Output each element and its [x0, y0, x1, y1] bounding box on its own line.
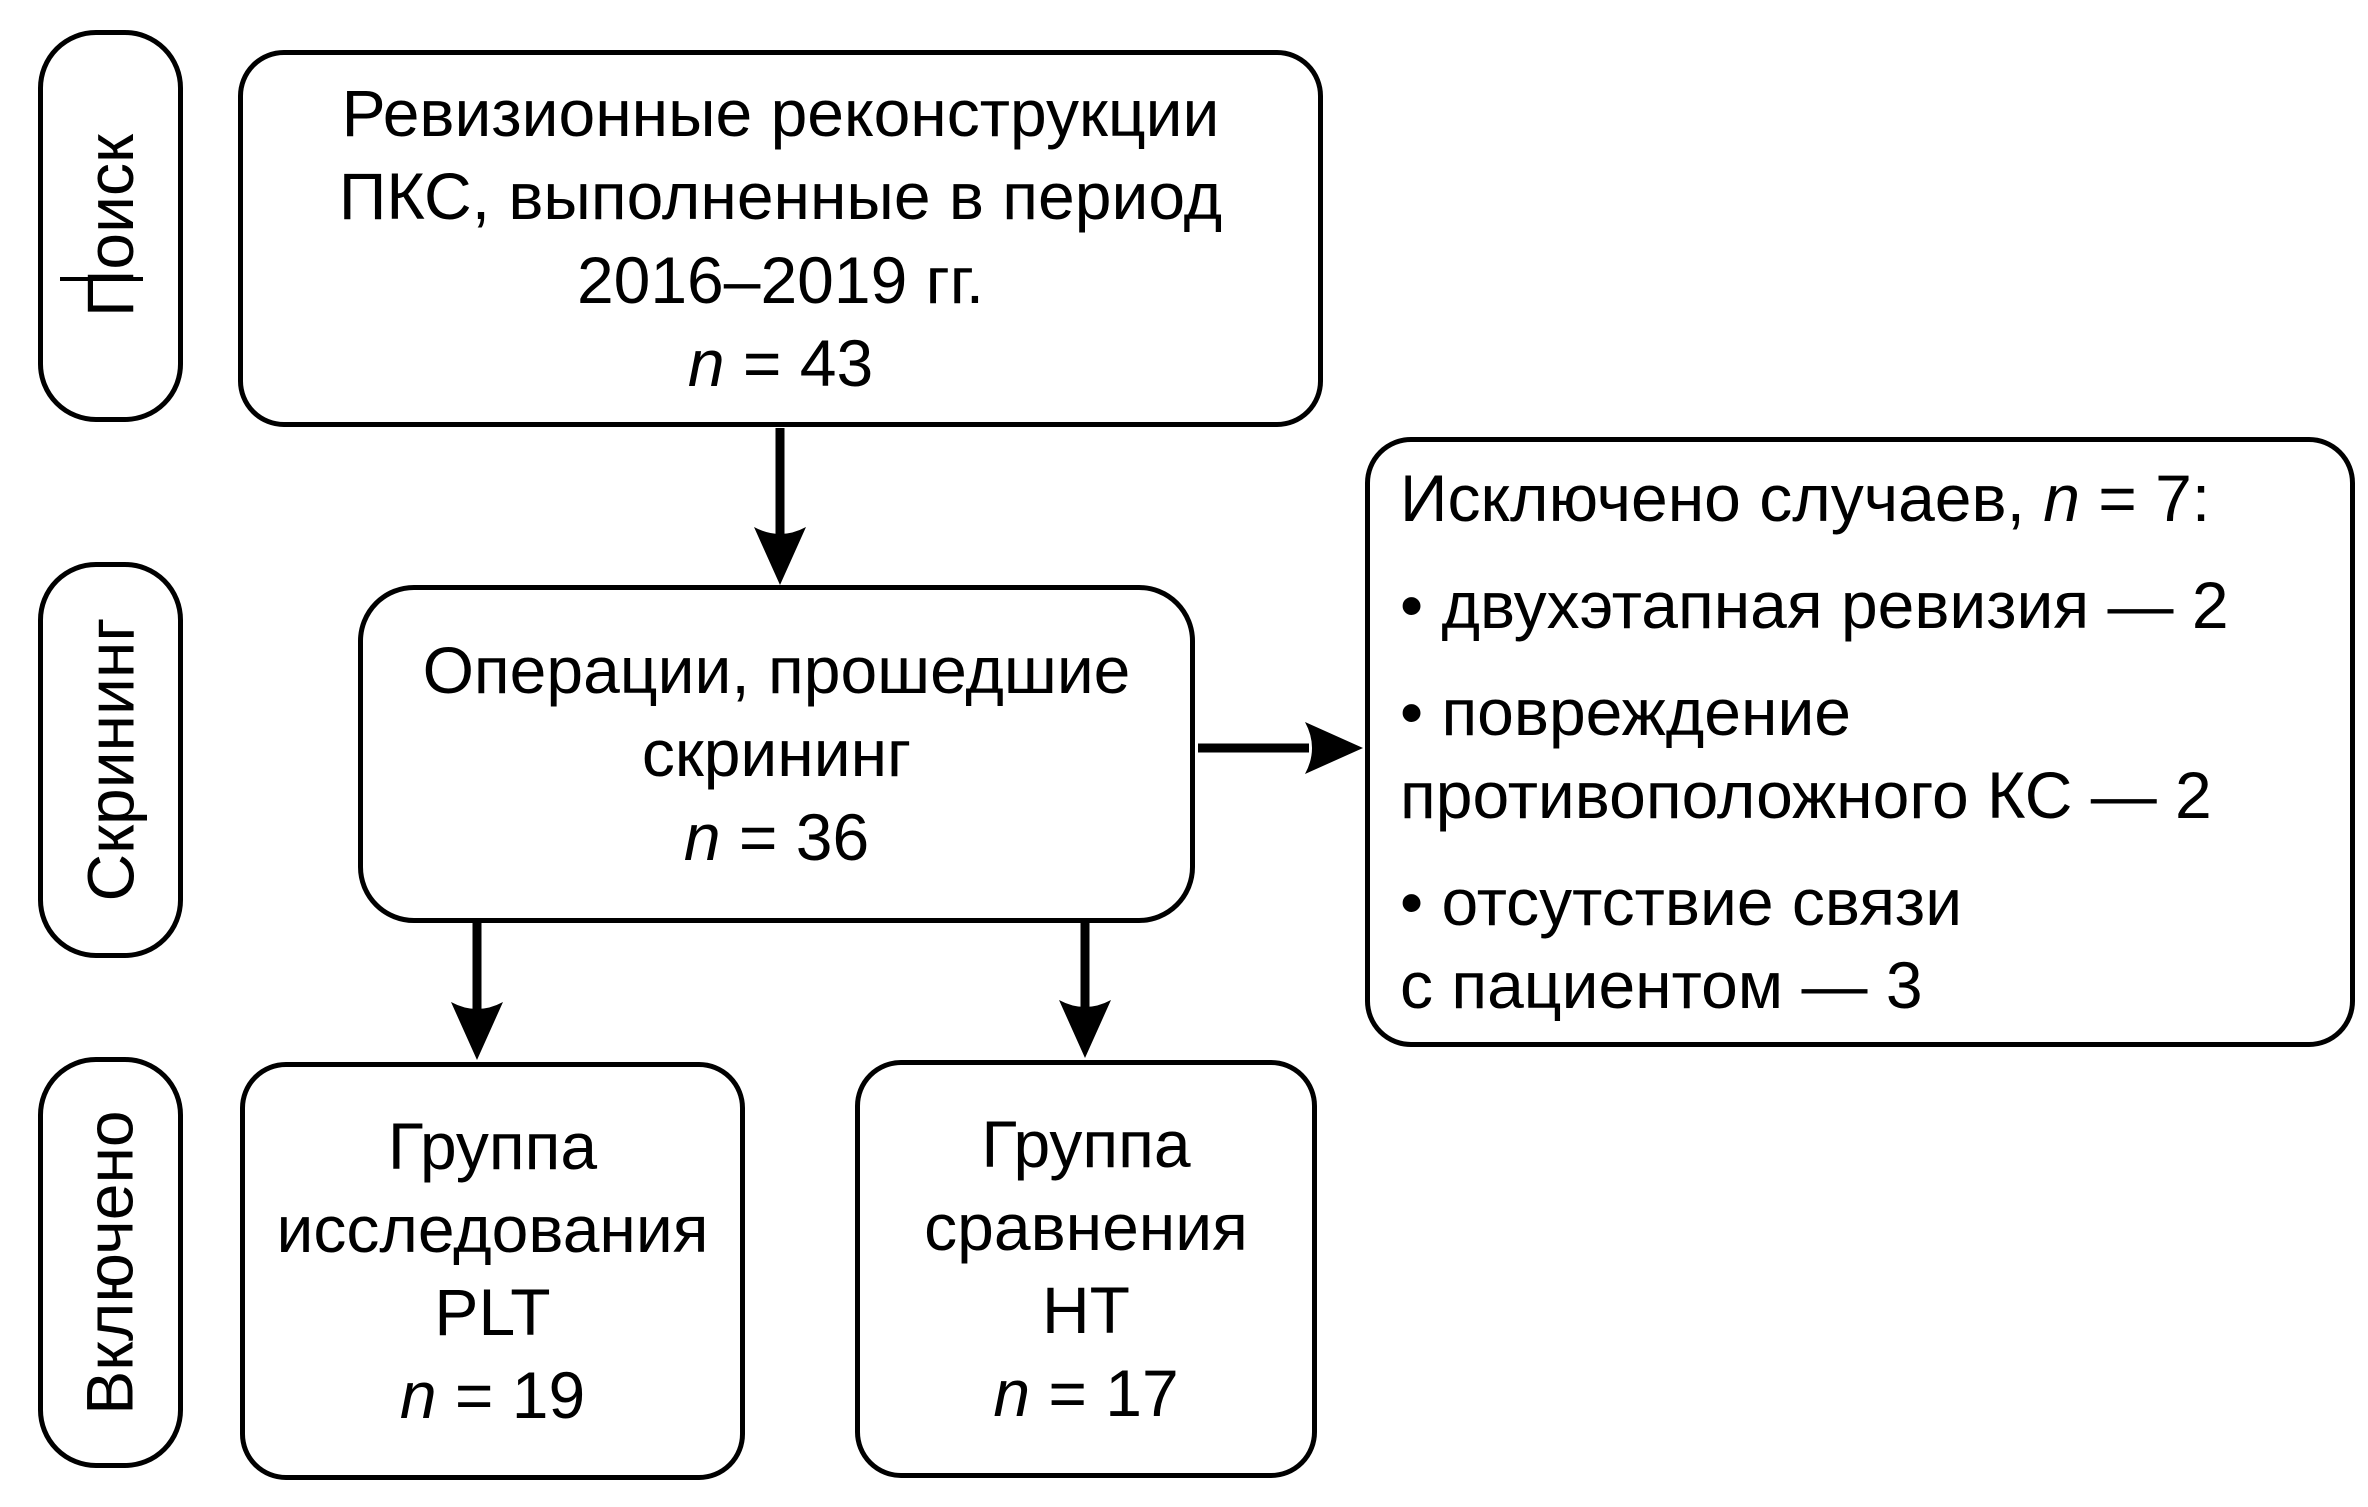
- n-value: = 17: [1030, 1356, 1179, 1431]
- stage-label-screening-text: Скрининг: [72, 618, 147, 902]
- n-value: = 19: [436, 1358, 586, 1433]
- box-text-line: 2016–2019 гг.: [576, 242, 985, 317]
- box-text-line: HT: [1042, 1273, 1130, 1347]
- sample-size-line: n = 19: [400, 1354, 585, 1437]
- arrow-screening-to-excluded: [1198, 722, 1363, 774]
- arrow-search-to-screening: [754, 428, 806, 585]
- stage-label-screening: Скрининг: [38, 562, 183, 958]
- box-text-line: исследования: [276, 1191, 709, 1266]
- stage-label-search: Поиск: [38, 30, 183, 422]
- excluded-item: • повреждение: [1400, 674, 1852, 749]
- n-symbol: n: [687, 325, 725, 400]
- excluded-title: Исключено случаев, n = 7:: [1400, 457, 2210, 540]
- excluded-title-prefix: Исключено случаев,: [1400, 460, 2044, 535]
- n-symbol: n: [683, 799, 721, 874]
- node-screened-operations: Операции, прошедшие скрининг n = 36: [358, 585, 1195, 923]
- n-symbol: n: [993, 1356, 1031, 1431]
- node-initial-cohort: Ревизионные реконструкции ПКС, выполненн…: [238, 50, 1323, 427]
- box-text-line: Ревизионные реконструкции: [341, 76, 1220, 151]
- sample-size-line: n = 17: [993, 1352, 1178, 1435]
- box-text-line: Группа: [387, 1108, 598, 1183]
- excluded-item-continuation: противоположного КС — 2: [1400, 758, 2212, 832]
- excluded-item: • двухэтапная ревизия — 2: [1400, 567, 2229, 642]
- n-symbol: n: [2043, 460, 2080, 535]
- arrow-screening-to-ht-group: [1059, 921, 1111, 1058]
- excluded-item: • отсутствие связи: [1400, 865, 1963, 940]
- n-symbol: n: [399, 1358, 437, 1433]
- box-text-line: PLT: [434, 1275, 551, 1349]
- box-text-line: Группа: [981, 1106, 1191, 1181]
- n-value: = 36: [720, 799, 870, 874]
- box-text-line: ПКС, выполненные в период: [338, 159, 1223, 234]
- stage-label-included: Включено: [38, 1057, 183, 1468]
- node-group-plt: Группа исследования PLT n = 19: [240, 1062, 745, 1480]
- arrow-screening-to-plt-group: [451, 923, 503, 1060]
- sample-size-line: n = 36: [684, 796, 869, 879]
- stage-label-included-text: Включено: [72, 1110, 147, 1415]
- box-text-line: скрининг: [641, 716, 912, 791]
- stage-label-search-text: Поиск: [72, 134, 147, 318]
- n-value: = 43: [724, 325, 874, 400]
- sample-size-line: n = 43: [688, 322, 873, 405]
- box-text-line: сравнения: [924, 1189, 1248, 1264]
- node-excluded-cases: Исключено случаев, n = 7: • двухэтапная …: [1365, 437, 2355, 1047]
- node-group-ht: Группа сравнения HT n = 17: [855, 1060, 1317, 1478]
- excluded-item-continuation: с пациентом — 3: [1400, 948, 1923, 1023]
- box-text-line: Операции, прошедшие: [422, 633, 1131, 708]
- stray-line-artifact: [60, 277, 143, 281]
- n-value: = 7:: [2079, 460, 2211, 535]
